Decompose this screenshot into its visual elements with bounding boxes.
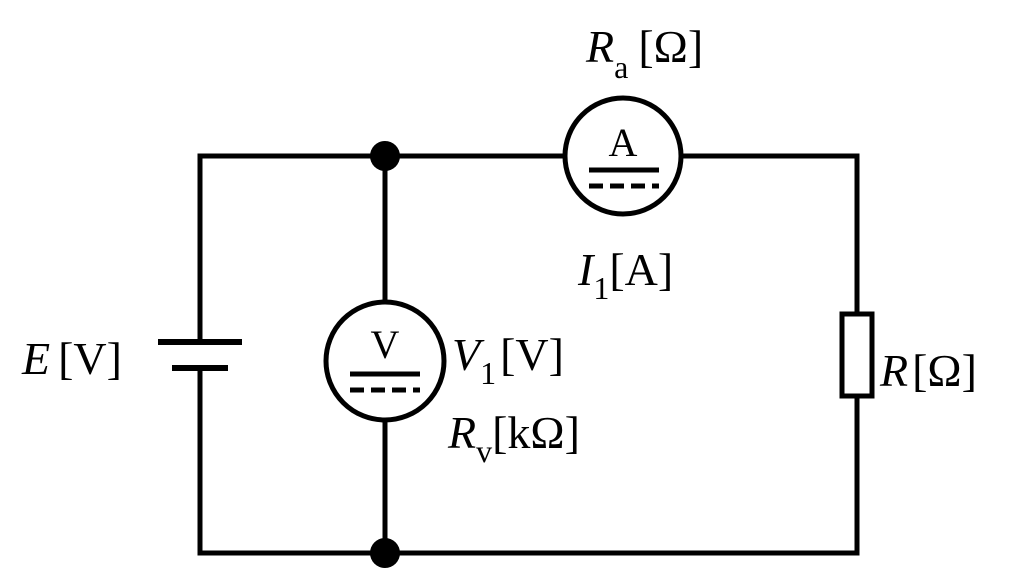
- junction-dot-top: [370, 141, 400, 171]
- ammeter-resistance-label: Ra[Ω]: [585, 21, 703, 85]
- battery-symbol: [158, 339, 242, 371]
- ammeter-reading-label: I1[A]: [577, 244, 673, 306]
- voltmeter-resistance-label: Rv[kΩ]: [447, 407, 580, 469]
- voltmeter-reading-label: V1[V]: [452, 329, 564, 391]
- junction-dot-bottom: [370, 538, 400, 568]
- source-label: E[V]: [21, 333, 122, 384]
- wires: [197, 153, 860, 556]
- voltmeter: V: [323, 299, 447, 423]
- voltmeter-letter: V: [371, 322, 400, 367]
- load-resistor: [839, 311, 875, 399]
- ammeter: A: [562, 95, 684, 217]
- load-resistor-label: R[Ω]: [879, 345, 977, 396]
- ammeter-letter: A: [609, 120, 638, 165]
